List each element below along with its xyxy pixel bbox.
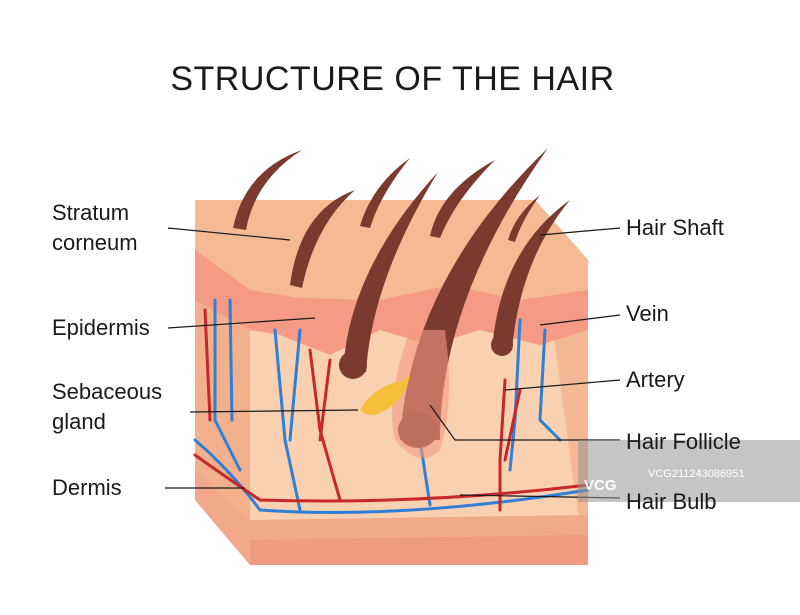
label-hair-follicle: Hair Follicle <box>626 429 741 454</box>
watermark-band <box>578 440 800 502</box>
label-artery: Artery <box>626 367 685 392</box>
watermark-id: VCG211243086951 <box>648 468 745 480</box>
hair-follicle <box>392 330 449 458</box>
hair-bulb-right <box>491 334 513 356</box>
watermark-logo: VCG <box>584 477 617 494</box>
label-hair-shaft: Hair Shaft <box>626 215 724 240</box>
leader-lines <box>165 227 621 499</box>
label-dermis: Dermis <box>52 475 122 500</box>
sebaceous-gland <box>360 375 410 415</box>
label-stratum-corneum-2: corneum <box>52 230 138 255</box>
label-sebaceous-2: gland <box>52 409 106 434</box>
diagram-title: STRUCTURE OF THE HAIR <box>170 60 615 98</box>
label-sebaceous-1: Sebaceous <box>52 379 163 404</box>
label-epidermis: Epidermis <box>52 315 150 340</box>
arteries <box>193 308 590 512</box>
epidermis-layer <box>195 250 588 355</box>
veins <box>193 298 590 514</box>
hair-bulb-small <box>339 351 367 379</box>
label-stratum-corneum-1: Stratum <box>52 200 130 225</box>
label-hair-bulb: Hair Bulb <box>626 489 717 514</box>
label-vein: Vein <box>626 301 669 326</box>
